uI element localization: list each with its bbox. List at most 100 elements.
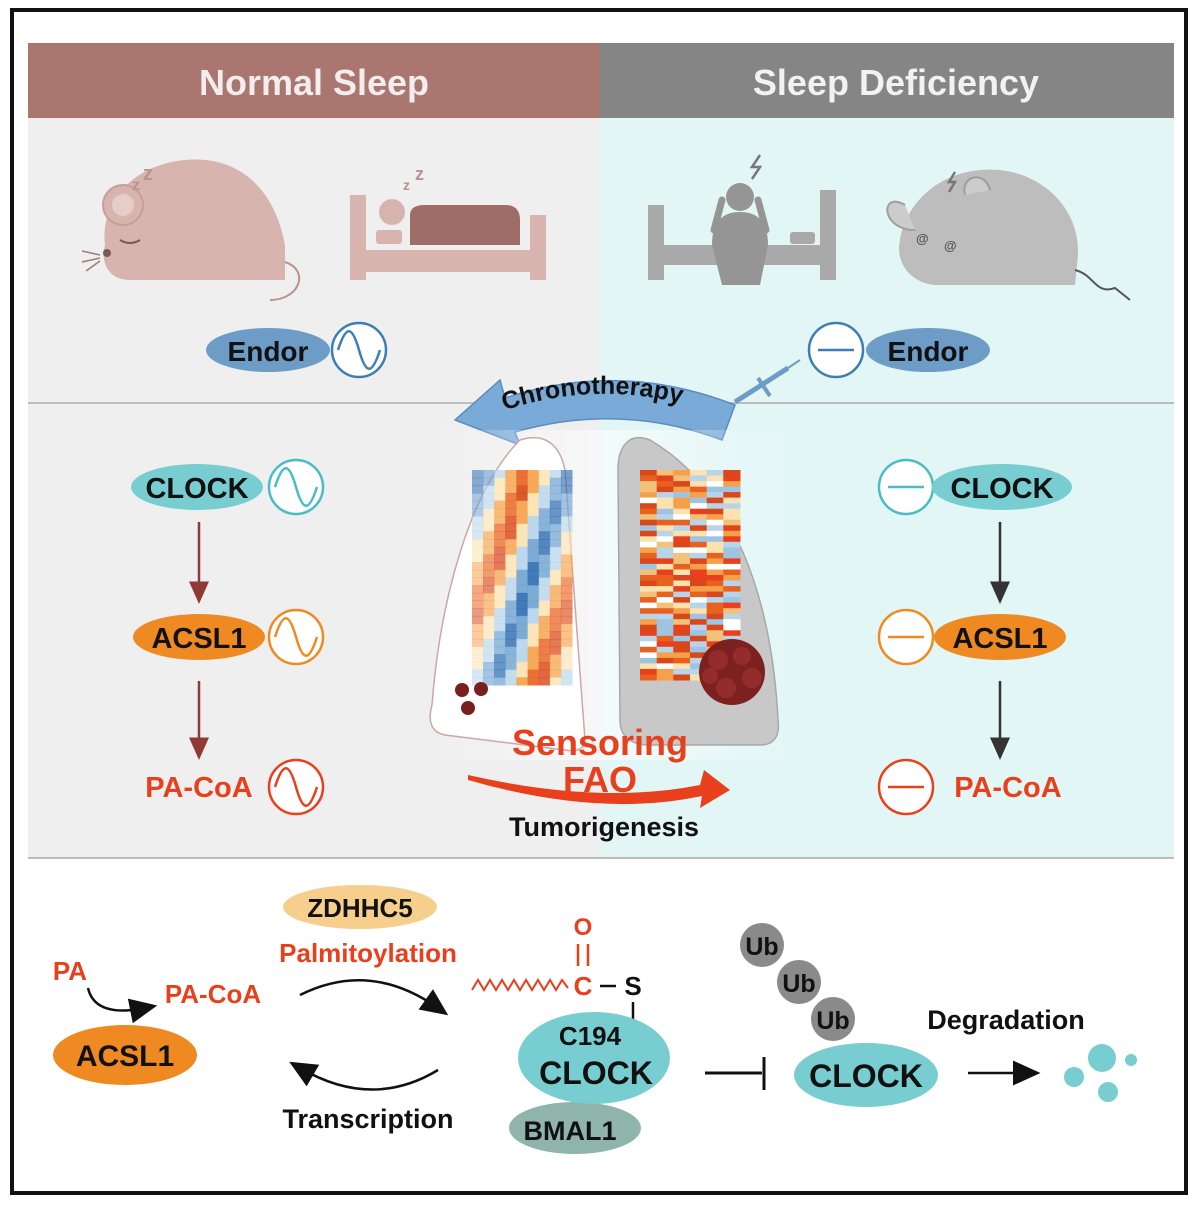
heatmap-cell [706,525,724,532]
heatmap-cell [656,624,674,631]
heatmap-cell [505,485,517,494]
heatmap-cell [560,477,573,486]
heatmap-cell [673,470,691,476]
heatmap-cell [483,654,495,663]
heatmap-cell [527,592,540,602]
heatmap-cell [640,508,658,515]
heatmap-cell [690,580,708,587]
heatmap-cell [656,541,674,548]
heatmap-cell [527,623,540,632]
heatmap-cell [472,516,484,525]
heatmap-cell [640,525,658,532]
heatmap-cell [690,481,708,488]
heatmap-cell [673,475,691,482]
heatmap-cell [690,492,708,499]
heatmap-cell [527,523,540,532]
svg-text:z: z [143,163,153,185]
heatmap-cell [527,646,540,655]
heatmap-cell [640,652,658,659]
heatmap-cell [527,500,540,509]
heatmap-cell [706,630,724,637]
palmitoylation-label: Palmitoylation [279,938,457,968]
heatmap-cell [549,554,562,563]
heatmap-cell [494,562,506,571]
heatmap-cell [706,613,724,620]
heatmap-cell [494,554,506,563]
heatmap-cell [560,631,573,640]
heatmap-cell [527,546,540,555]
heatmap-cell [640,635,658,642]
heatmap-cell [516,569,528,578]
heatmap-cell [527,508,540,517]
large-tumor-mass [699,639,765,705]
heatmap-cell [494,654,506,663]
heatmap-cell [494,592,506,602]
heatmap-cell [640,475,658,482]
heatmap-cell [656,514,674,521]
heatmap-cell [549,508,562,517]
heatmap-cell [706,519,724,526]
heatmap-cell [706,492,724,499]
heatmap-cell [690,602,708,609]
heatmap-cell [656,608,674,615]
heatmap-cell [706,635,724,642]
heatmap-cell [723,619,741,626]
heatmap-cell [538,516,551,525]
heatmap-cell [560,677,573,686]
heatmap-cell [673,503,691,510]
heatmap-cell [472,669,484,678]
heatmap-cell [472,600,484,609]
heatmap-cell [483,546,495,555]
heatmap-cell [640,481,658,488]
heatmap-cell [483,638,495,648]
heatmap-cell [483,615,495,625]
heatmap-cell [527,662,540,671]
pa-to-pacoa-arrow [86,987,158,1024]
heatmap-cell [483,623,495,632]
heatmap-cell [706,541,724,548]
heatmap-cell [656,569,674,576]
heatmap-cell [723,608,741,615]
heatmap-cell [560,539,573,548]
heatmap-cell [673,630,691,637]
heatmap-cell [505,523,517,532]
heatmap-cell [538,654,551,663]
heatmap-cell [505,677,517,686]
heatmap-cell [723,602,741,609]
heatmap-cell [560,654,573,663]
heatmap-cell [505,539,517,548]
heatmap-cell [706,580,724,587]
heatmap-cell [690,652,708,659]
heatmap-cell [494,523,506,532]
heatmap-cell [516,592,528,602]
stressed-mouse-icon: @ @ [886,169,1131,301]
heatmap-cell [483,485,495,494]
heatmap-cell [723,563,741,570]
heatmap-cell [560,470,573,479]
heatmap-cell [516,470,528,479]
heatmap-cell [640,530,658,537]
heatmap-cell [560,508,573,517]
heatmap-cell [673,663,691,670]
heatmap-cell [472,577,484,586]
heatmap-cell [690,530,708,537]
heatmap-cell [656,674,674,681]
heatmap-cell [640,641,658,648]
heatmap-cell [673,641,691,648]
heatmap-cell [640,586,658,593]
heatmap-cell [472,493,484,502]
heatmap-cell [483,531,495,540]
heatmap-cell [494,477,506,486]
heatmap-cell [723,492,741,499]
heatmap-cell [483,569,495,578]
heatmap-cell [483,500,495,509]
heatmap-cell [640,602,658,609]
heatmap-cell [516,623,528,632]
heatmap-cell [549,677,562,686]
heatmap-cell [723,597,741,604]
heatmap-cell [673,608,691,615]
heatmap-cell [538,554,551,563]
heatmap-cell [706,608,724,615]
heatmap-cell [656,563,674,570]
heatmap-cell [723,591,741,598]
